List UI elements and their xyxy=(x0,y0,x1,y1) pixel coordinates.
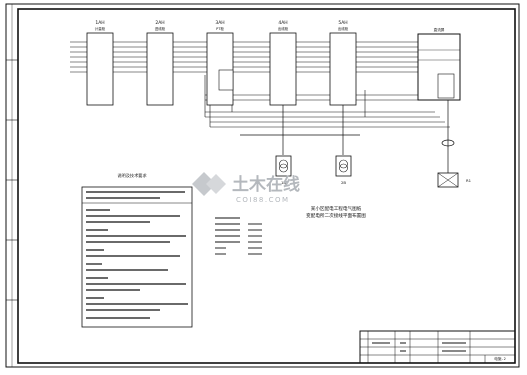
transformer-2B-label: 2B xyxy=(341,180,346,185)
transformer-feeders xyxy=(240,100,455,175)
drawing-number: 电施-2 xyxy=(494,356,506,361)
notes-text-lines xyxy=(86,191,188,319)
panel-3AH-caption: PT柜 xyxy=(216,26,224,31)
panel-1AH-caption: 计量柜 xyxy=(95,26,106,31)
transformer-1B: 1B xyxy=(275,155,292,185)
watermark-brand-cn: 土木在线 xyxy=(232,174,300,195)
plan-title: 某小区配电工程电气图纸 变配电所二次接线平面布置图 xyxy=(306,205,366,219)
bus-wiring xyxy=(70,41,450,128)
right-device-label: R1 xyxy=(466,178,472,183)
panel-3AH-id: 3AH xyxy=(215,20,224,26)
panel-1AH-id: 1AH xyxy=(95,20,104,26)
watermark-logo-icon xyxy=(192,172,226,196)
right-device: R1 xyxy=(437,172,472,188)
plan-title-line1: 某小区配电工程电气图纸 xyxy=(311,205,362,212)
notes-box-title: 说明及技术要求 xyxy=(117,172,147,179)
transformer-2B: 2B xyxy=(335,155,352,185)
panel-1AH: 1AH 计量柜 xyxy=(86,20,114,106)
panel-4AH: 4AH 出线柜 xyxy=(269,20,297,106)
panel-5AH: 5AH 出线柜 xyxy=(329,20,357,106)
panel-5AH-caption: 出线柜 xyxy=(338,26,349,31)
plan-title-line2: 变配电所二次接线平面布置图 xyxy=(306,212,366,219)
panel-5AH-id: 5AH xyxy=(338,20,347,26)
dc-panel-caption: 直流屏 xyxy=(434,27,445,32)
dc-panel: 直流屏 xyxy=(417,27,461,101)
panel-4AH-id: 4AH xyxy=(278,20,287,26)
watermark-brand-en: COI88.COM xyxy=(236,196,290,204)
panel-2AH-id: 2AH xyxy=(155,20,164,26)
watermark: 土木在线 COI88.COM xyxy=(192,172,300,204)
panel-2AH-caption: 进线柜 xyxy=(155,26,166,31)
title-block xyxy=(359,330,516,364)
panel-2AH: 2AH 进线柜 xyxy=(146,20,174,106)
panel-4AH-caption: 出线柜 xyxy=(278,26,289,31)
notes-box: 说明及技术要求 xyxy=(81,172,193,328)
title-block-fills xyxy=(372,342,466,352)
transformer-1B-label: 1B xyxy=(281,180,286,185)
panel-3AH: 3AH PT柜 xyxy=(206,20,234,106)
legend-list xyxy=(215,217,262,255)
sheet-border xyxy=(5,3,520,368)
